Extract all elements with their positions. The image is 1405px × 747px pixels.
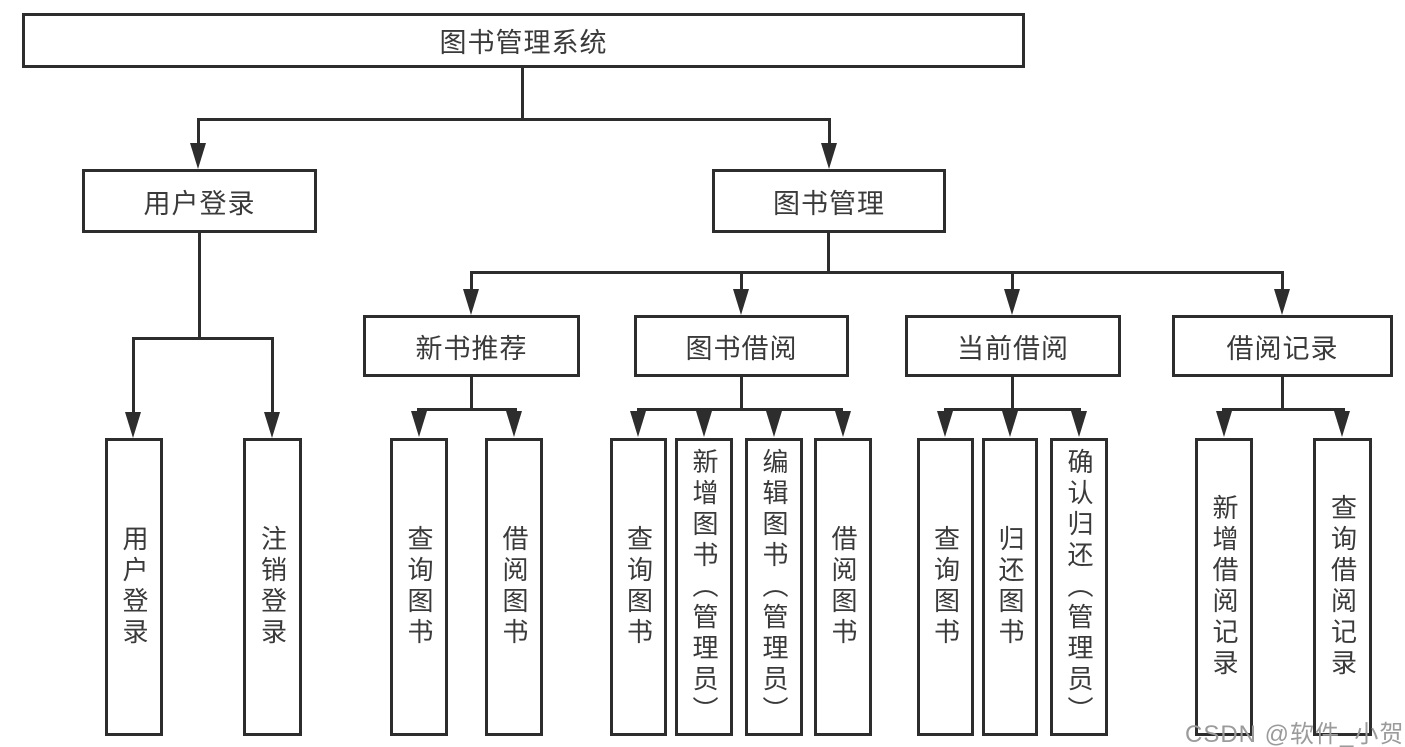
leaf-borrow-books-recommend: 借阅图书 — [485, 438, 543, 736]
connector-line — [1281, 271, 1284, 291]
node-borrowing-records: 借阅记录 — [1172, 315, 1393, 377]
leaf-borrow-books-borrowing: 借阅图书 — [814, 438, 872, 736]
arrowhead-down-icon — [1334, 411, 1350, 437]
node-label: 借阅图书 — [499, 525, 529, 649]
arrowhead-down-icon — [411, 411, 427, 437]
connector-line — [1011, 271, 1014, 291]
node-book-management: 图书管理 — [712, 169, 946, 233]
arrowhead-down-icon — [1004, 289, 1020, 315]
connector-line — [740, 271, 743, 291]
arrowhead-down-icon — [1002, 411, 1018, 437]
node-label: 查询借阅记录 — [1327, 494, 1358, 680]
node-label: 查询图书 — [404, 525, 434, 649]
connector-line — [1281, 377, 1284, 410]
node-label: 图书借阅 — [685, 333, 798, 364]
node-label: 确认归还（管理员） — [1064, 447, 1094, 727]
node-current-borrowing: 当前借阅 — [905, 315, 1121, 377]
node-user-login: 用户登录 — [82, 169, 317, 233]
arrowhead-down-icon — [1216, 411, 1232, 437]
arrowhead-down-icon — [937, 411, 953, 437]
node-label: 查询图书 — [623, 525, 654, 649]
leaf-query-borrow-record: 查询借阅记录 — [1313, 438, 1372, 736]
connector-line — [198, 233, 201, 337]
node-new-book-recommendation: 新书推荐 — [363, 315, 580, 377]
node-label: 注销登录 — [257, 525, 288, 649]
connector-line — [197, 118, 200, 146]
arrowhead-down-icon — [1071, 411, 1087, 437]
node-label: 新增借阅记录 — [1209, 494, 1239, 680]
node-label: 用户登录 — [143, 188, 256, 219]
connector-line — [740, 377, 743, 410]
arrowhead-down-icon — [821, 143, 837, 169]
connector-line — [132, 337, 274, 340]
connector-line — [470, 377, 473, 410]
connector-line — [828, 118, 831, 146]
arrowhead-down-icon — [506, 411, 522, 437]
arrowhead-down-icon — [1274, 289, 1290, 315]
node-label: 用户登录 — [119, 525, 149, 649]
node-library-management-system: 图书管理系统 — [22, 13, 1025, 68]
node-label: 图书管理 — [773, 188, 885, 219]
arrowhead-down-icon — [696, 411, 712, 437]
node-label: 当前借阅 — [957, 333, 1069, 364]
connector-line — [637, 408, 843, 411]
node-label: 借阅记录 — [1226, 333, 1339, 364]
connector-line — [417, 408, 517, 411]
node-label: 借阅图书 — [828, 525, 858, 649]
arrowhead-down-icon — [630, 411, 646, 437]
node-label: 查询图书 — [930, 525, 961, 649]
connector-line — [521, 68, 524, 120]
node-label: 新增图书（管理员） — [689, 447, 719, 727]
connector-line — [470, 271, 1284, 274]
connector-line — [827, 233, 830, 273]
connector-line — [470, 271, 473, 291]
connector-line — [197, 118, 831, 121]
node-label: 图书管理系统 — [439, 28, 608, 58]
arrowhead-down-icon — [125, 412, 141, 438]
arrowhead-down-icon — [190, 143, 206, 169]
node-book-borrowing: 图书借阅 — [634, 315, 849, 377]
node-label: 新书推荐 — [415, 333, 528, 364]
leaf-return-books: 归还图书 — [982, 438, 1038, 736]
csdn-watermark: CSDN @软件_小贺同学 — [1185, 721, 1405, 747]
node-label: 归还图书 — [995, 525, 1025, 649]
leaf-confirm-return-admin: 确认归还（管理员） — [1050, 438, 1108, 736]
leaf-query-books-current: 查询图书 — [917, 438, 974, 736]
arrowhead-down-icon — [463, 289, 479, 315]
leaf-query-books-recommend: 查询图书 — [390, 438, 448, 736]
connector-line — [1011, 377, 1014, 410]
leaf-edit-books-admin: 编辑图书（管理员） — [745, 438, 803, 736]
arrowhead-down-icon — [766, 411, 782, 437]
connector-line — [1222, 408, 1345, 411]
connector-line — [132, 337, 135, 415]
arrowhead-down-icon — [733, 289, 749, 315]
arrowhead-down-icon — [835, 411, 851, 437]
arrowhead-down-icon — [264, 412, 280, 438]
leaf-add-books-admin: 新增图书（管理员） — [675, 438, 733, 736]
leaf-add-borrow-record: 新增借阅记录 — [1195, 438, 1253, 736]
leaf-logout-login: 注销登录 — [243, 438, 302, 736]
leaf-query-books-borrowing: 查询图书 — [610, 438, 667, 736]
connector-line — [944, 408, 1081, 411]
node-label: 编辑图书（管理员） — [759, 447, 789, 727]
leaf-user-login: 用户登录 — [105, 438, 163, 736]
connector-line — [271, 337, 274, 415]
